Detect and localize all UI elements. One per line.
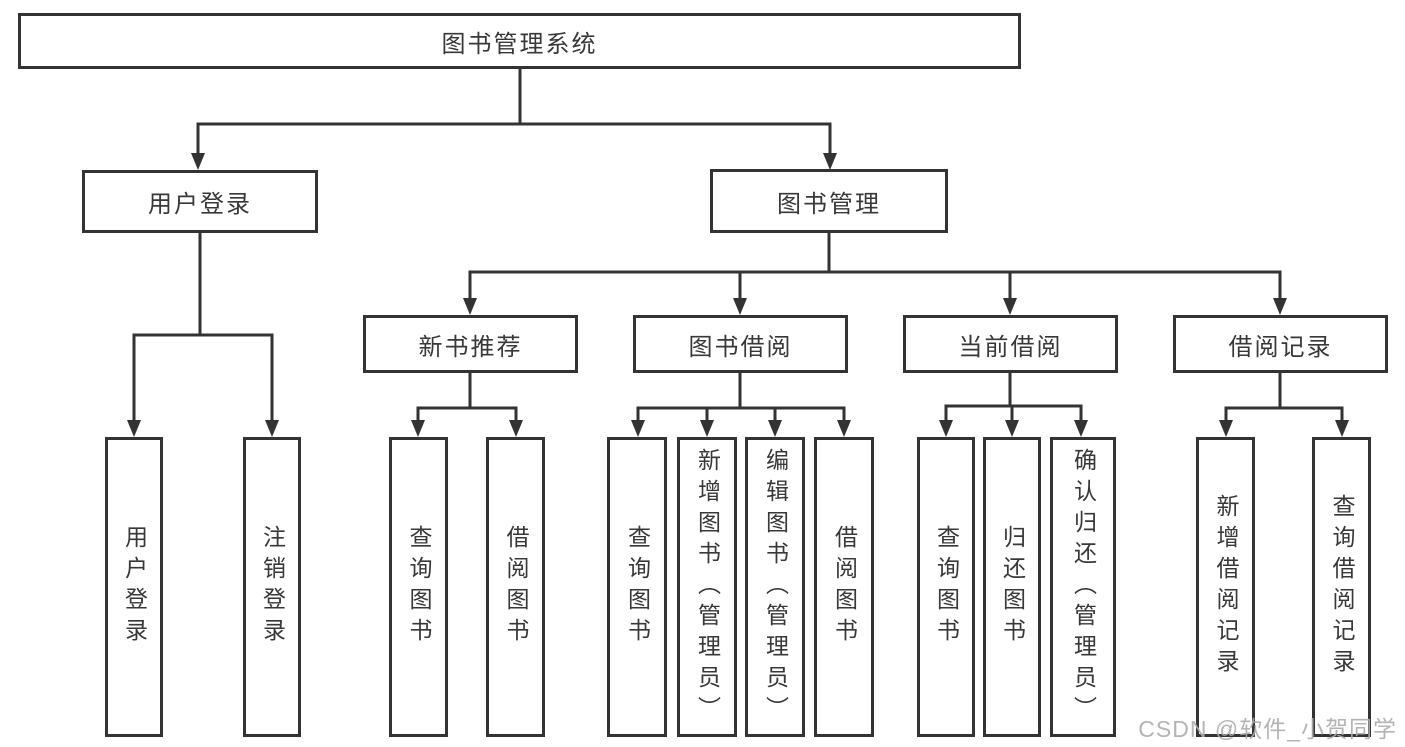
leaf-add-borrow-record: 新增借阅记录 — [1196, 437, 1255, 737]
leaf-add-book-admin: 新增图书（管理员） — [677, 437, 737, 737]
node-new-book-recommendation: 新书推荐 — [363, 315, 578, 373]
node-book-management: 图书管理 — [710, 169, 948, 233]
leaf-query-books-recommend: 查询图书 — [389, 437, 448, 737]
node-library-management-system: 图书管理系统 — [18, 13, 1021, 69]
leaf-confirm-return-admin: 确认归还（管理员） — [1050, 437, 1116, 737]
leaf-logout: 注销登录 — [243, 437, 301, 737]
leaf-user-login: 用户登录 — [105, 437, 163, 737]
leaf-query-borrow-record: 查询借阅记录 — [1312, 437, 1371, 737]
node-borrowing-records: 借阅记录 — [1173, 315, 1388, 373]
leaf-edit-book-admin: 编辑图书（管理员） — [745, 437, 805, 737]
leaf-query-books-borrowing: 查询图书 — [607, 437, 667, 737]
leaf-return-books: 归还图书 — [983, 437, 1041, 737]
node-book-borrowing: 图书借阅 — [633, 315, 848, 373]
node-current-borrowing: 当前借阅 — [903, 315, 1118, 373]
node-user-login: 用户登录 — [82, 170, 318, 233]
csdn-watermark: CSDN @软件_小贺同学 — [1138, 716, 1397, 742]
leaf-query-books-current: 查询图书 — [917, 437, 975, 737]
leaf-borrow-books: 借阅图书 — [814, 437, 874, 737]
leaf-borrow-books-recommend: 借阅图书 — [486, 437, 545, 737]
